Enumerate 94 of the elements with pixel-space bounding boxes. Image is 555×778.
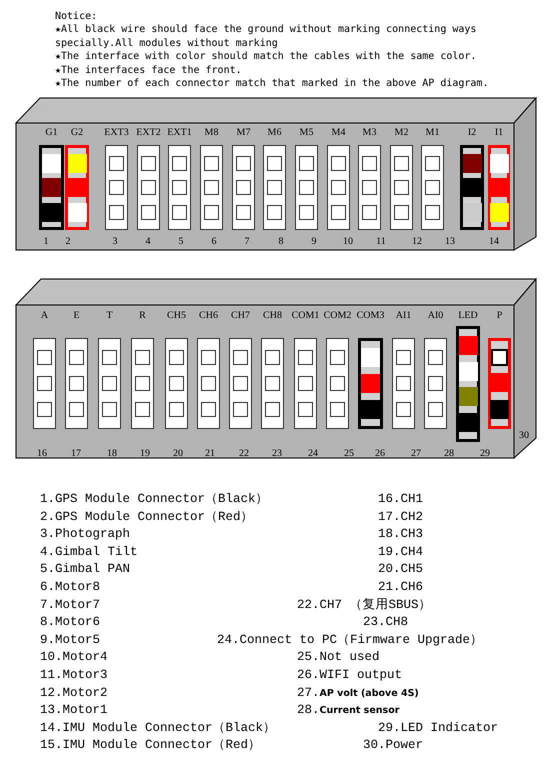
connector-label: G1 — [45, 126, 58, 140]
legend-item: 1.GPS Module Connector（Black） — [40, 492, 269, 507]
connector-label: P — [496, 309, 502, 323]
connector-label: COM3 — [356, 309, 384, 323]
legend-item: 29.LED Indicator — [378, 720, 498, 736]
connector-number: 11 — [376, 236, 386, 248]
connector-label: EXT2 — [136, 126, 161, 140]
connector-label: CH8 — [263, 309, 282, 323]
connector-number: 4 — [146, 236, 150, 248]
legend-item: 16.CH1 — [378, 492, 424, 507]
connector-number: 18 — [107, 448, 117, 460]
connector-number: 20 — [173, 448, 183, 460]
notice-text: ★All black wire should face the ground without marking connecting ways specially.All modules without marking — [55, 23, 478, 50]
connector-number: 17 — [71, 448, 81, 460]
connector-label: M8 — [204, 126, 218, 140]
connector-number: 9 — [312, 236, 316, 248]
connector-number: 28 — [444, 448, 454, 460]
connector-label: EXT3 — [104, 126, 129, 140]
legend-item: 18.CH3 — [378, 527, 424, 542]
connector-number: 12 — [412, 236, 422, 248]
connector-number: 27 — [411, 448, 421, 460]
legend-item: 19.CH4 — [378, 544, 424, 560]
connector-number: 10 — [343, 236, 353, 248]
legend-item: 5.Gimbal PAN — [40, 562, 130, 578]
legend-item: 15.IMU Module Connector（Red） — [40, 738, 262, 754]
connector-label: M3 — [362, 126, 376, 140]
legend-item: 2.GPS Module Connector（Red） — [40, 510, 254, 525]
connector-label: M7 — [236, 126, 250, 140]
connector-label: CH5 — [167, 309, 186, 323]
connector-label: EXT1 — [167, 126, 192, 140]
connector-number: 1 — [44, 236, 48, 248]
connector-label: AI1 — [396, 309, 412, 323]
connector-number: 16 — [37, 448, 47, 460]
legend-item: 26.WIFI output — [297, 668, 402, 683]
connector-number: 22 — [239, 448, 249, 460]
legend-item: 30.Power — [363, 738, 424, 754]
legend-item: 12.Motor2 — [40, 686, 108, 701]
legend-item: 11.Motor3 — [40, 668, 108, 683]
legend-item: 8.Motor6 — [40, 615, 100, 630]
legend-item: 6.Motor8 — [40, 580, 100, 595]
legend-item: 21.CH6 — [378, 580, 424, 595]
connector-label: A — [40, 309, 48, 323]
connector-number: 25 — [344, 448, 354, 460]
notice-text: ★The interface with color should match the cables with the same color. — [55, 50, 476, 64]
connector-label: CH7 — [231, 309, 250, 323]
notice-text: ★The number of each connector match that marked in the above AP diagram. — [55, 77, 488, 90]
connector-number: 19 — [140, 448, 150, 460]
connector-number: 29 — [480, 448, 490, 460]
connector-number: 13 — [445, 236, 455, 248]
connector-label: CH6 — [199, 309, 218, 323]
connector-number: 8 — [278, 236, 284, 248]
connector-label: E — [73, 309, 80, 323]
connector-label: G2 — [70, 126, 84, 140]
connector-label: COM1 — [292, 309, 320, 323]
legend-item: 14.IMU Module Connector（Black） — [40, 720, 276, 736]
connector-number: 26 — [375, 448, 385, 460]
connector-label: I2 — [468, 126, 476, 140]
legend-item: 3.Photograph — [40, 527, 130, 542]
connector-label: COM2 — [324, 309, 352, 323]
legend-item: 7.Motor7 — [40, 598, 100, 613]
connector-number: 21 — [205, 448, 215, 460]
connector-number: 24 — [308, 448, 318, 460]
connector-label: AI0 — [428, 309, 444, 323]
legend-item: 17.CH2 — [378, 510, 424, 525]
connector-number: 3 — [112, 236, 118, 248]
connector-label: R — [139, 309, 146, 323]
legend-item: 28.Current sensor — [297, 703, 400, 718]
legend-item: 10.Motor4 — [40, 650, 108, 666]
connector-number: 2 — [66, 236, 70, 248]
notice-heading: Notice: — [55, 10, 98, 24]
connector-label: M6 — [268, 126, 282, 140]
legend-item: 25.Not used — [297, 650, 380, 666]
legend-item: 23.CH8 — [363, 615, 408, 630]
connector-label: I1 — [494, 126, 504, 140]
connector-number: 5 — [178, 236, 184, 248]
legend-item: 24.Connect to PC（Firmware Upgrade） — [217, 632, 484, 648]
legend-item: 4.Gimbal Tilt — [40, 544, 138, 560]
connector-label: M4 — [332, 126, 346, 140]
legend-item: 22.CH7 （复用SBUS） — [297, 598, 432, 613]
connector-label: LED — [458, 309, 478, 323]
legend-item: 13.Motor1 — [40, 703, 108, 718]
connector-label: M2 — [394, 126, 408, 140]
legend-item: 27.AP volt (above 4S) — [297, 686, 419, 701]
connector-label: T — [106, 309, 113, 323]
connector-number: 23 — [272, 448, 282, 460]
connector-number: 7 — [244, 236, 250, 248]
connector-number: 14 — [489, 236, 499, 248]
legend-item: 9.Motor5 — [40, 632, 100, 648]
connector-number: 30 — [519, 430, 529, 442]
legend-item: 20.CH5 — [378, 562, 424, 578]
connector-label: M1 — [426, 126, 440, 140]
connector-number: 6 — [212, 236, 216, 248]
connector-label: M5 — [300, 126, 314, 140]
notice-text: ★The interfaces face the front. — [55, 64, 242, 78]
